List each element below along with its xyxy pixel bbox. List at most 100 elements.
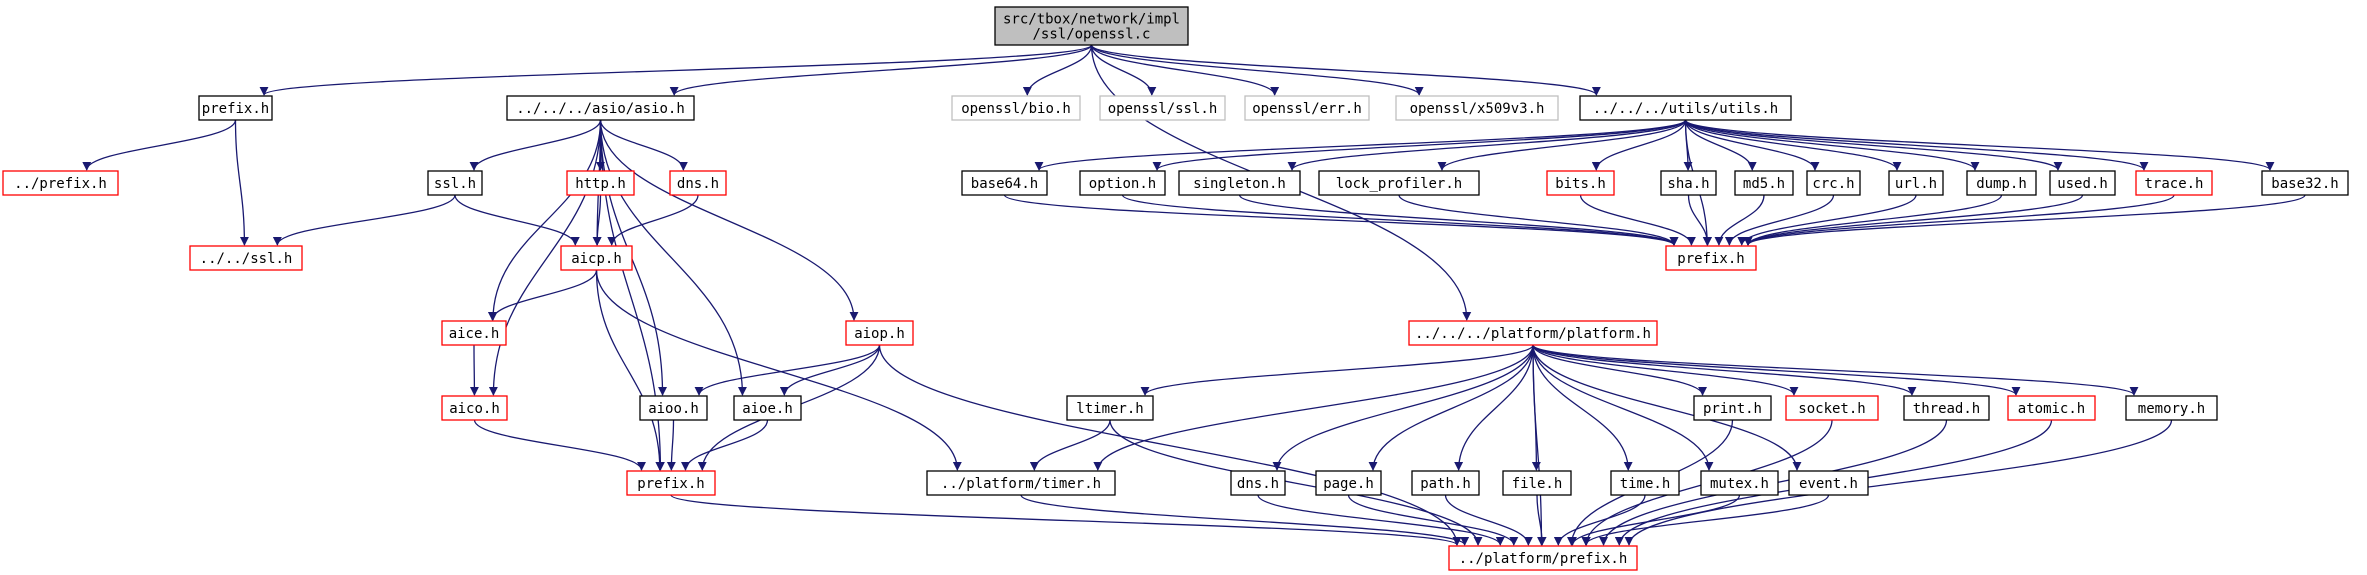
edge-dump-h-to-prefix-h-utils bbox=[1743, 194, 2003, 246]
edge-trace-h-to-prefix-h-utils bbox=[1743, 194, 2175, 246]
node-dotdot-ssl[interactable]: ../../ssl.h bbox=[189, 245, 303, 271]
node-ssl-h-asio[interactable]: ssl.h bbox=[427, 170, 483, 196]
node-atomic-h[interactable]: atomic.h bbox=[2007, 395, 2096, 421]
edge-aico-h-to-prefix-h-asio bbox=[473, 419, 646, 471]
node-trace-h[interactable]: trace.h bbox=[2135, 170, 2213, 196]
edge-utils-h-to-singleton-h bbox=[1287, 119, 1687, 171]
node-prefix-h-asio[interactable]: prefix.h bbox=[626, 470, 716, 496]
edge-root-to-openssl-bio bbox=[1022, 44, 1093, 96]
node-url-h[interactable]: url.h bbox=[1888, 170, 1944, 196]
edge-utils-h-to-url-h bbox=[1684, 119, 1902, 171]
node-print-h[interactable]: print.h bbox=[1693, 395, 1772, 421]
node-aicp-h[interactable]: aicp.h bbox=[560, 245, 633, 271]
edge-asio-h-to-aioe-h bbox=[599, 119, 747, 396]
node-platform-timer-h[interactable]: ../platform/timer.h bbox=[926, 470, 1116, 496]
node-label: crc.h bbox=[1812, 176, 1854, 192]
node-label: trace.h bbox=[2144, 176, 2203, 192]
node-openssl-err: openssl/err.h bbox=[1244, 95, 1370, 121]
node-http-h[interactable]: http.h bbox=[566, 170, 635, 196]
node-box bbox=[1178, 170, 1301, 196]
node-sha-h[interactable]: sha.h bbox=[1660, 170, 1717, 196]
edge-platform-h-to-page-h bbox=[1368, 344, 1534, 471]
edge-platform-h-to-platform-timer-h bbox=[1093, 344, 1534, 471]
node-bits-h[interactable]: bits.h bbox=[1546, 170, 1615, 196]
node-socket-h[interactable]: socket.h bbox=[1785, 395, 1879, 421]
edge-utils-h-to-crc-h bbox=[1684, 119, 1820, 171]
node-dns-h-asio[interactable]: dns.h bbox=[669, 170, 727, 196]
node-dotdot-prefix[interactable]: ../prefix.h bbox=[2, 170, 119, 196]
edge-aicp-h-to-prefix-h-asio bbox=[595, 269, 665, 471]
node-label: base64.h bbox=[971, 176, 1038, 192]
node-thread-h[interactable]: thread.h bbox=[1903, 395, 1990, 421]
node-label: thread.h bbox=[1913, 401, 1980, 417]
edge-event-h-to-platform-prefix-h bbox=[1581, 494, 1830, 546]
edge-path-h-to-platform-prefix-h bbox=[1444, 494, 1533, 546]
node-event-h[interactable]: event.h bbox=[1788, 470, 1869, 496]
node-lock-profiler-h[interactable]: lock_profiler.h bbox=[1318, 170, 1480, 196]
node-aice-h[interactable]: aice.h bbox=[441, 320, 507, 346]
node-page-h[interactable]: page.h bbox=[1315, 470, 1382, 496]
node-dns-h-plat[interactable]: dns.h bbox=[1230, 470, 1286, 496]
node-utils-h[interactable]: ../../../utils/utils.h bbox=[1579, 95, 1792, 121]
node-md5-h[interactable]: md5.h bbox=[1734, 170, 1794, 196]
edge-aicp-h-to-platform-timer-h bbox=[595, 269, 962, 471]
node-label: file.h bbox=[1512, 476, 1563, 492]
node-base32-h[interactable]: base32.h bbox=[2261, 170, 2349, 196]
node-aiop-h[interactable]: aiop.h bbox=[845, 320, 914, 346]
edge-ltimer-h-to-platform-timer-h bbox=[1029, 419, 1111, 471]
edge-time-h-to-platform-prefix-h bbox=[1553, 494, 1646, 546]
edge-root-to-prefix-h-top bbox=[259, 44, 1093, 96]
edge-root-to-openssl-err bbox=[1090, 44, 1280, 96]
edges-layer bbox=[82, 44, 2306, 546]
node-label: ../../../asio/asio.h bbox=[516, 101, 685, 117]
node-box bbox=[1579, 95, 1792, 121]
node-label: ../prefix.h bbox=[14, 176, 107, 192]
node-label: path.h bbox=[1420, 476, 1471, 492]
node-mutex-h[interactable]: mutex.h bbox=[1700, 470, 1779, 496]
node-box bbox=[441, 320, 507, 346]
node-used-h[interactable]: used.h bbox=[2049, 170, 2116, 196]
node-path-h[interactable]: path.h bbox=[1411, 470, 1480, 496]
node-crc-h[interactable]: crc.h bbox=[1806, 170, 1861, 196]
node-file-h[interactable]: file.h bbox=[1502, 470, 1572, 496]
node-dump-h[interactable]: dump.h bbox=[1966, 170, 2037, 196]
node-prefix-h-utils[interactable]: prefix.h bbox=[1665, 245, 1757, 271]
node-box bbox=[1693, 395, 1772, 421]
edge-utils-h-to-base64-h bbox=[1034, 119, 1687, 171]
node-box bbox=[733, 395, 802, 421]
node-singleton-h[interactable]: singleton.h bbox=[1178, 170, 1301, 196]
node-base64-h[interactable]: base64.h bbox=[961, 170, 1048, 196]
node-label: ltimer.h bbox=[1076, 401, 1143, 417]
node-platform-prefix-h[interactable]: ../platform/prefix.h bbox=[1448, 545, 1638, 571]
node-label: socket.h bbox=[1798, 401, 1865, 417]
edge-prefix-h-top-to-dotdot-prefix bbox=[82, 119, 237, 171]
edge-root-to-asio-h bbox=[669, 44, 1093, 96]
node-box bbox=[1408, 320, 1658, 346]
node-platform-h[interactable]: ../../../platform/platform.h bbox=[1408, 320, 1658, 346]
node-aioo-h[interactable]: aioo.h bbox=[639, 395, 708, 421]
node-box bbox=[1099, 95, 1226, 121]
node-label: openssl/err.h bbox=[1252, 101, 1362, 117]
edge-platform-h-to-socket-h bbox=[1532, 344, 1799, 396]
node-option-h[interactable]: option.h bbox=[1079, 170, 1166, 196]
node-aico-h[interactable]: aico.h bbox=[441, 395, 508, 421]
node-label: openssl/x509v3.h bbox=[1410, 101, 1545, 117]
edge-aiop-h-to-platform-prefix-h bbox=[878, 344, 1462, 546]
node-box bbox=[506, 95, 695, 121]
node-prefix-h-top[interactable]: prefix.h bbox=[198, 95, 273, 121]
edge-root-to-utils-h bbox=[1090, 44, 1601, 96]
node-box bbox=[1448, 545, 1638, 571]
node-root[interactable]: src/tbox/network/impl/ssl/openssl.c bbox=[994, 6, 1189, 46]
node-time-h[interactable]: time.h bbox=[1610, 470, 1680, 496]
edge-prefix-h-asio-to-platform-prefix-h bbox=[670, 494, 1462, 546]
node-box bbox=[1066, 395, 1154, 421]
node-asio-h[interactable]: ../../../asio/asio.h bbox=[506, 95, 695, 121]
edge-root-to-openssl-x509 bbox=[1090, 44, 1424, 96]
node-memory-h[interactable]: memory.h bbox=[2125, 395, 2218, 421]
node-label: ssl.h bbox=[434, 176, 476, 192]
node-box bbox=[669, 170, 727, 196]
node-label: sha.h bbox=[1667, 176, 1709, 192]
node-ltimer-h[interactable]: ltimer.h bbox=[1066, 395, 1154, 421]
node-box bbox=[2007, 395, 2096, 421]
node-aioe-h[interactable]: aioe.h bbox=[733, 395, 802, 421]
